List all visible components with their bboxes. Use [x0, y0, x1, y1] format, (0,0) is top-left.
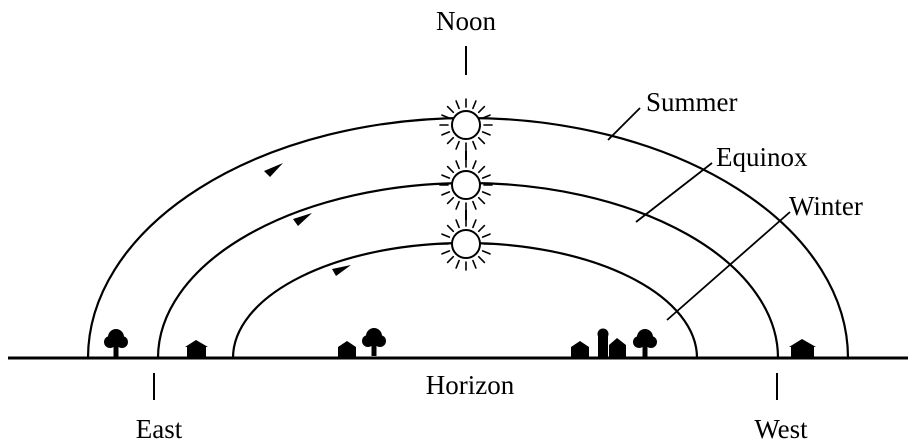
winter-leader-line	[666, 211, 791, 321]
winter-arrow-icon	[332, 265, 351, 276]
house-icon	[185, 340, 208, 358]
equinox-path-arc	[156, 181, 780, 359]
equinox-arrow-icon	[293, 213, 312, 226]
tree-icon	[104, 329, 128, 357]
tree-icon	[633, 329, 657, 357]
house-icon	[789, 339, 816, 358]
summer-noon-sun-icon	[439, 98, 493, 152]
barn-icon	[597, 328, 626, 358]
summer-leader-line	[607, 107, 641, 141]
west-label: West	[754, 414, 808, 444]
horizon-label: Horizon	[426, 370, 515, 400]
winter-noon-sun-icon	[439, 217, 493, 271]
tree-icon	[362, 328, 386, 356]
east-label: East	[136, 414, 183, 444]
equinox-label: Equinox	[716, 142, 808, 172]
equinox-leader-line	[635, 162, 713, 223]
winter-path-arc	[231, 241, 699, 359]
house-icon	[338, 341, 356, 357]
equinox-noon-sun-icon	[439, 158, 493, 212]
summer-label: Summer	[646, 87, 738, 117]
house-icon	[571, 341, 589, 357]
winter-label: Winter	[789, 191, 863, 221]
noon-label: Noon	[436, 6, 496, 36]
summer-arrow-icon	[264, 163, 283, 177]
